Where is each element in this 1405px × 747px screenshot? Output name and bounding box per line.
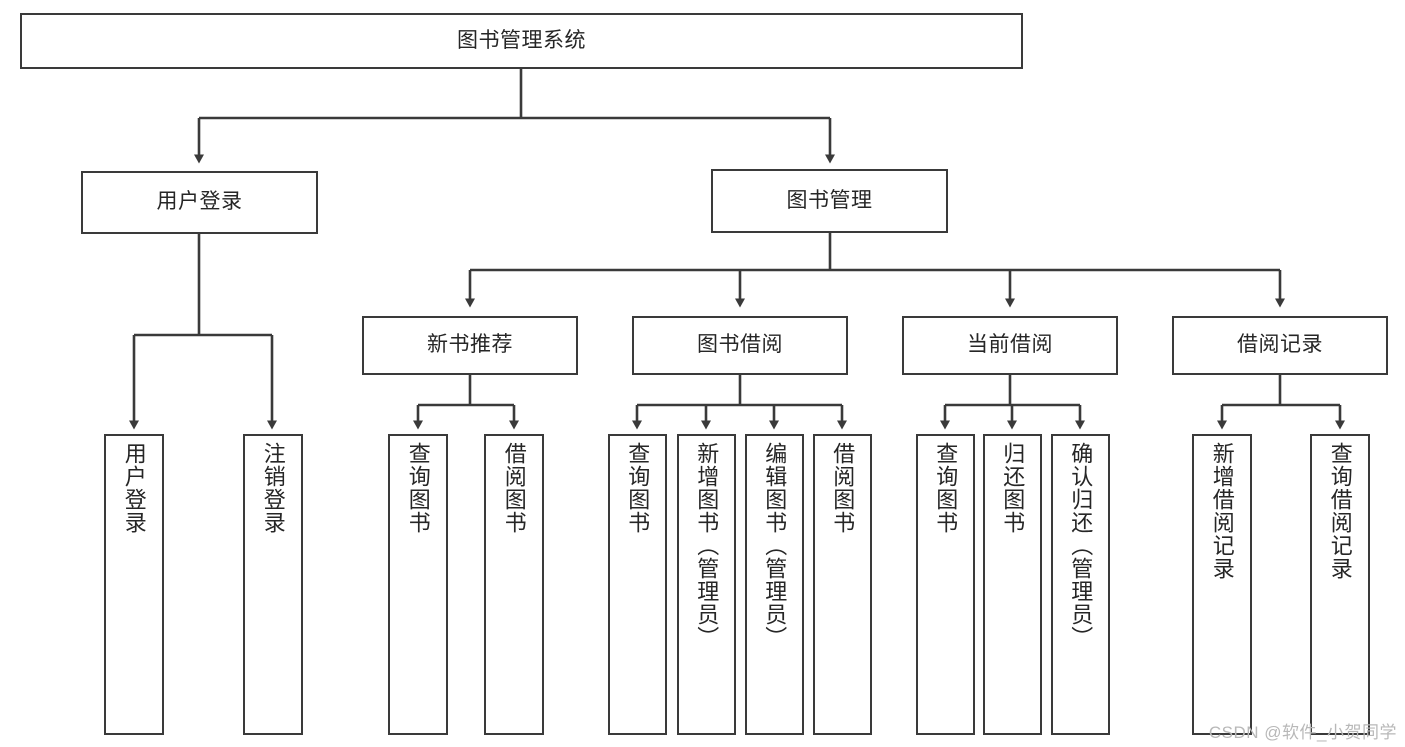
- node-leaf-confirm-return[interactable]: 确认归还（管理员）: [1051, 434, 1110, 735]
- node-leaf-query-book-recommend[interactable]: 查询图书: [388, 434, 448, 735]
- node-label: 借阅图书: [501, 442, 527, 534]
- node-leaf-edit-book[interactable]: 编辑图书（管理员）: [745, 434, 804, 735]
- node-new-book-recommend[interactable]: 新书推荐: [362, 316, 578, 375]
- node-borrow-record[interactable]: 借阅记录: [1172, 316, 1388, 375]
- node-label: 用户登录: [156, 190, 243, 214]
- node-current-borrow[interactable]: 当前借阅: [902, 316, 1118, 375]
- node-leaf-add-book[interactable]: 新增图书（管理员）: [677, 434, 736, 735]
- node-leaf-query-book-current[interactable]: 查询图书: [916, 434, 975, 735]
- node-label: 图书管理系统: [457, 28, 586, 52]
- node-leaf-logout-login[interactable]: 注销登录: [243, 434, 303, 735]
- node-label: 新增借阅记录: [1209, 442, 1235, 580]
- node-leaf-user-login[interactable]: 用户登录: [104, 434, 164, 735]
- node-book-borrow[interactable]: 图书借阅: [632, 316, 848, 375]
- node-leaf-add-borrow-record[interactable]: 新增借阅记录: [1192, 434, 1252, 735]
- node-label: 查询图书: [405, 442, 431, 534]
- node-root-book-management-system[interactable]: 图书管理系统: [20, 13, 1023, 69]
- node-label: 注销登录: [260, 442, 286, 534]
- node-label: 查询借阅记录: [1327, 442, 1353, 580]
- node-leaf-query-borrow-record[interactable]: 查询借阅记录: [1310, 434, 1370, 735]
- node-label: 新增图书（管理员）: [694, 442, 720, 649]
- node-leaf-borrow-book-recommend[interactable]: 借阅图书: [484, 434, 544, 735]
- node-label: 查询图书: [933, 442, 959, 534]
- node-label: 用户登录: [121, 442, 147, 534]
- node-label: 借阅记录: [1237, 333, 1323, 357]
- node-leaf-return-book[interactable]: 归还图书: [983, 434, 1042, 735]
- node-label: 图书借阅: [697, 333, 783, 357]
- node-leaf-query-book-borrow[interactable]: 查询图书: [608, 434, 667, 735]
- node-label: 当前借阅: [967, 333, 1053, 357]
- node-label: 确认归还（管理员）: [1068, 442, 1094, 649]
- node-user-login[interactable]: 用户登录: [81, 171, 318, 234]
- node-label: 编辑图书（管理员）: [762, 442, 788, 649]
- node-book-management[interactable]: 图书管理: [711, 169, 948, 233]
- node-label: 归还图书: [1000, 442, 1026, 534]
- node-label: 查询图书: [625, 442, 651, 534]
- node-leaf-borrow-book[interactable]: 借阅图书: [813, 434, 872, 735]
- node-label: 借阅图书: [830, 442, 856, 534]
- node-label: 图书管理: [786, 188, 873, 212]
- node-label: 新书推荐: [427, 333, 513, 357]
- watermark-text: CSDN @软件_小贺同学: [1208, 723, 1397, 742]
